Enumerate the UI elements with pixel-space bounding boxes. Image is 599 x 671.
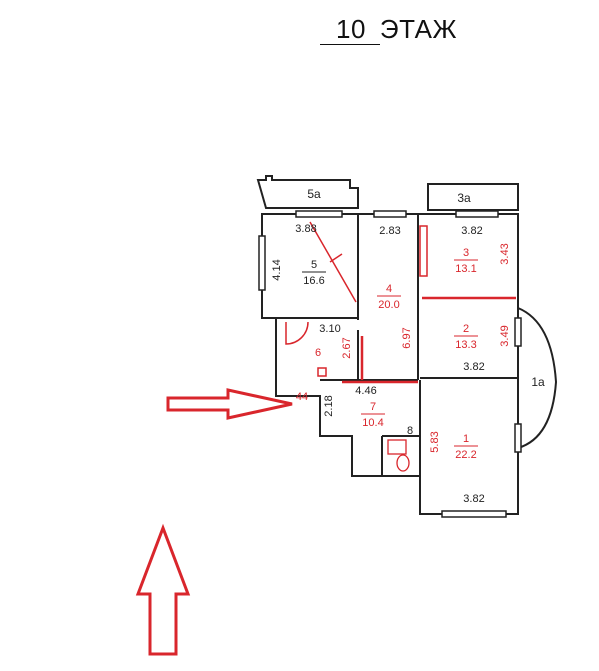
diagonal-tick-room5 [329, 253, 343, 263]
floor-number: 10 [320, 14, 380, 45]
floor-word: ЭТАЖ [379, 14, 457, 44]
balcony-3a-label: 3а [457, 191, 471, 205]
dim-corridor-width: 4.46 [355, 385, 376, 397]
room-labels: 5 16.6 4 20.0 3 13.1 2 13.3 1 22.2 6 7 1… [302, 247, 478, 461]
room3-number: 3 [463, 247, 469, 259]
room2-area: 13.3 [455, 339, 476, 351]
entry-arrow-right [166, 388, 293, 420]
room5-area: 16.6 [303, 275, 324, 287]
balcony-3a-outline [427, 183, 519, 211]
window-room1 [441, 510, 507, 518]
entry-mark: 44 [296, 391, 308, 403]
dim-corridor-height: 2.18 [323, 395, 335, 416]
entry-arrow-up [135, 523, 191, 656]
dim-room5-height: 4.14 [271, 259, 283, 280]
dim-room4-width: 2.83 [379, 225, 400, 237]
dimension-labels: 3.88 4.14 2.83 6.97 3.82 3.43 3.49 3.82 … [271, 223, 511, 505]
room6-number: 6 [315, 347, 321, 359]
room2-number: 2 [463, 323, 469, 335]
balcony-1a-outline [517, 307, 558, 449]
red-markings [285, 221, 516, 384]
dim-room3-width: 3.82 [461, 225, 482, 237]
shower-tray [387, 439, 407, 455]
dim-room2-height: 3.49 [499, 325, 511, 346]
room7-area: 10.4 [362, 417, 383, 429]
room8-number: 8 [407, 425, 413, 437]
room4-number: 4 [386, 283, 392, 295]
windows [258, 210, 522, 518]
window-room2 [514, 317, 522, 347]
red-hatch-room3 [419, 225, 428, 277]
balcony-5a-label: 5а [307, 187, 321, 201]
door-swing-room6 [285, 321, 309, 345]
meter-box [317, 367, 327, 377]
toilet-bowl [396, 454, 410, 472]
dim-room4-height: 6.97 [401, 327, 413, 348]
dim-room6-width: 3.10 [319, 323, 340, 335]
window-room4 [373, 210, 407, 218]
room7-number: 7 [370, 401, 376, 413]
room1-number: 1 [463, 433, 469, 445]
window-room5 [295, 210, 343, 218]
balcony-1a-label: 1а [531, 375, 545, 389]
dim-room2-width: 3.82 [463, 361, 484, 373]
dim-room1-width: 3.82 [463, 493, 484, 505]
window-room1-right [514, 423, 522, 453]
walls [256, 175, 558, 515]
dim-room3-height: 3.43 [499, 243, 511, 264]
balcony-5a-outline [256, 175, 359, 209]
dim-room5-width: 3.88 [295, 223, 316, 235]
room1-area: 22.2 [455, 449, 476, 461]
room3-area: 13.1 [455, 263, 476, 275]
diagonal-room5 [309, 221, 357, 303]
window-room5-left [258, 235, 266, 291]
dim-room1-height: 5.83 [429, 431, 441, 452]
room5-number: 5 [311, 259, 317, 271]
fixtures [387, 439, 410, 472]
dim-room6-height: 2.67 [341, 337, 353, 358]
window-room3 [455, 210, 499, 218]
room4-area: 20.0 [378, 299, 399, 311]
